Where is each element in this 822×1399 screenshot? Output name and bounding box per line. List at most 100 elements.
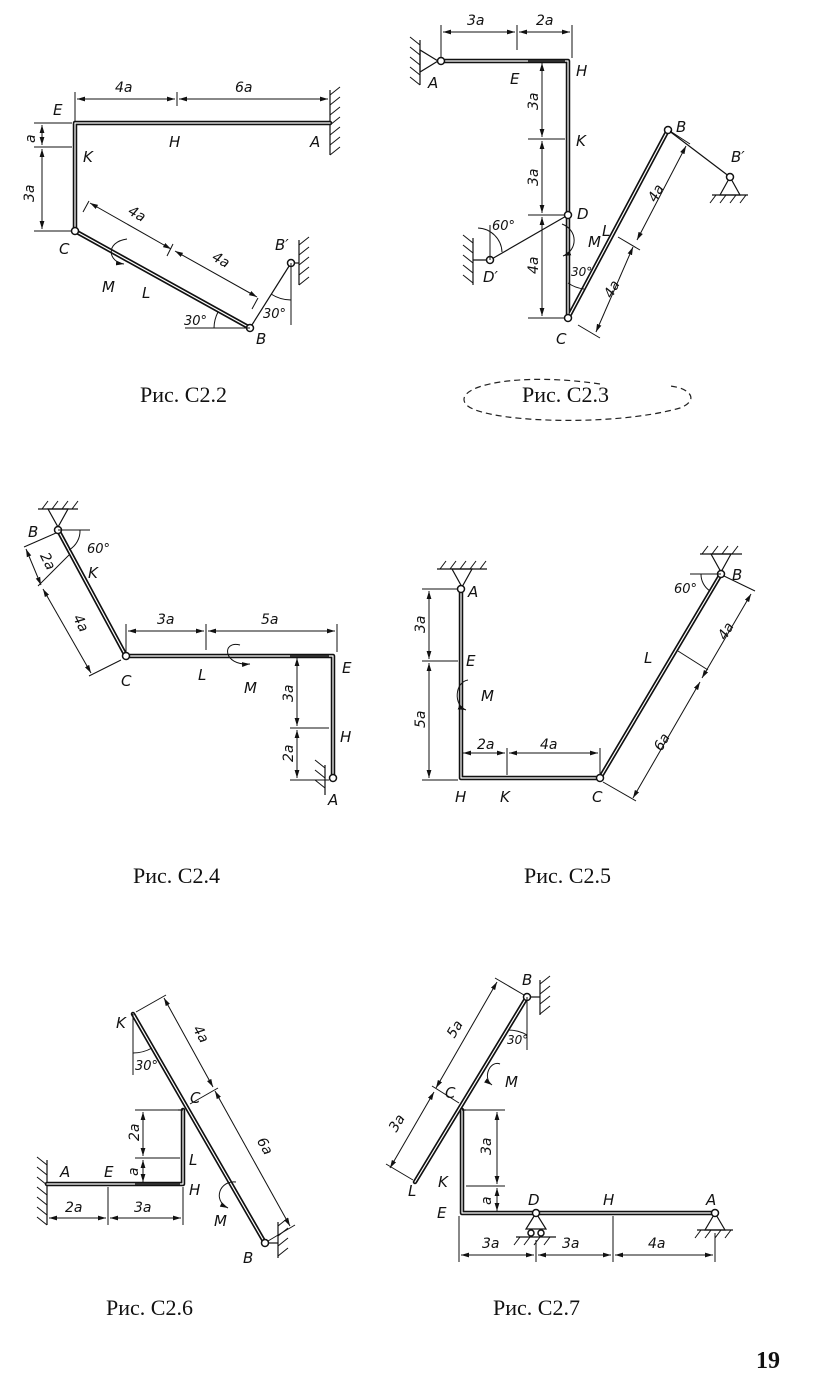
label-B: B xyxy=(676,118,686,136)
dim-2a-right: 2a xyxy=(281,745,297,763)
dim-3a-bottom: 3a xyxy=(134,1200,152,1216)
label-K: K xyxy=(83,148,94,166)
node-C xyxy=(563,313,573,323)
dim-5a-top: 5a xyxy=(261,612,279,628)
label-M: M xyxy=(481,687,494,705)
figure-c2-3: A E H K D D′ C L M B B′ 3a 2a 3a 3a 4a 4… xyxy=(409,13,748,348)
node-D xyxy=(531,1208,541,1218)
label-A: A xyxy=(427,74,438,92)
node-D xyxy=(563,210,573,220)
dim-3a-vertical: 3a xyxy=(479,1138,495,1156)
dim-2a-bottom: 2a xyxy=(65,1200,83,1216)
dim-2a-top: 2a xyxy=(536,13,554,29)
label-E: E xyxy=(466,652,476,670)
angle-30: 30° xyxy=(135,1059,158,1074)
dim-4a-diag2: 4a xyxy=(601,278,623,301)
dim-4a-top: 4a xyxy=(115,80,133,96)
dimension-lines xyxy=(440,25,691,339)
dim-4a-diag1: 4a xyxy=(645,182,667,205)
label-K: K xyxy=(576,132,587,150)
label-E: E xyxy=(510,70,520,88)
label-K: K xyxy=(116,1014,127,1032)
dim-5a-left: 5a xyxy=(413,711,429,729)
label-E: E xyxy=(104,1163,114,1181)
dim-a-vertical: a xyxy=(479,1196,495,1205)
dim-6a-diag: 6a xyxy=(253,1135,276,1158)
dim-5a-diag: 5a xyxy=(444,1018,467,1041)
figure-c2-5: A E M H K C L B 3a 5a 2a 4a 4a 6a 60° xyxy=(413,545,756,806)
label-A: A xyxy=(59,1163,70,1181)
caption-c2-2: Рис. С2.2 xyxy=(140,382,227,407)
label-D: D xyxy=(577,205,589,223)
caption-c2-4: Рис. С2.4 xyxy=(133,863,220,888)
figure-c2-6: K C L H A E M B 4a 6a 2a a 2a 3a 30° xyxy=(36,994,296,1267)
label-C: C xyxy=(121,672,132,690)
node-B xyxy=(663,125,673,135)
label-M: M xyxy=(588,233,601,251)
support-D xyxy=(513,1211,556,1246)
label-L: L xyxy=(189,1151,197,1169)
frame-bar-KA xyxy=(459,1107,718,1216)
dimension-lines xyxy=(34,92,331,329)
frame-bar xyxy=(55,527,336,781)
label-L: L xyxy=(602,222,610,240)
label-M: M xyxy=(214,1212,227,1230)
frame-bar xyxy=(438,58,671,321)
caption-c2-3: Рис. С2.3 xyxy=(522,382,609,407)
label-B: B xyxy=(732,566,742,584)
dim-4a-diag2: 4a xyxy=(209,249,232,271)
angle-60: 60° xyxy=(674,582,697,597)
label-L: L xyxy=(198,666,206,684)
page-number: 19 xyxy=(756,1348,780,1374)
rod-BB xyxy=(249,262,292,329)
label-A: A xyxy=(705,1191,716,1209)
wall-hatch-A xyxy=(329,86,341,156)
figure-c2-7: B C M L K E D H A 5a 3a 3a a 3a 3a 4a 30… xyxy=(385,971,733,1262)
dim-3a-left: 3a xyxy=(22,185,38,203)
frame-bar xyxy=(458,571,724,781)
label-C: C xyxy=(190,1089,201,1107)
figure-c2-4: B K C L M E H A 2a 4a 3a 5a 3a 2a 60° xyxy=(23,500,352,809)
label-M: M xyxy=(505,1073,518,1091)
dim-4a-diag: 4a xyxy=(189,1023,212,1046)
label-Bp: B′ xyxy=(275,236,289,254)
angle-30-left: 30° xyxy=(184,314,207,329)
label-Dp: D′ xyxy=(483,268,499,286)
label-D: D xyxy=(528,1191,540,1209)
dim-4a-bottom: 4a xyxy=(540,737,558,753)
wall-hatch-Dp xyxy=(462,234,474,285)
angle-30: 30° xyxy=(507,1033,528,1047)
support-Bp xyxy=(709,175,748,204)
caption-c2-7: Рис. С2.7 xyxy=(493,1295,580,1320)
label-Bp: B′ xyxy=(731,148,745,166)
wall-hatch-Bp xyxy=(298,236,310,286)
dim-a-left: a xyxy=(126,1167,142,1176)
dim-3a-bottom2: 3a xyxy=(562,1236,580,1252)
figure-c2-2: E H A K C M L B B′ 4a 6a a 3a 4a 4a 30° … xyxy=(22,80,341,348)
frame-bar-KB xyxy=(130,1011,268,1246)
angle-60: 60° xyxy=(87,542,110,557)
caption-c2-6: Рис. С2.6 xyxy=(106,1295,193,1320)
dim-3a-v2: 3a xyxy=(526,169,542,187)
label-M: M xyxy=(244,679,257,697)
dim-2a-left: 2a xyxy=(127,1124,143,1142)
node-C xyxy=(70,226,80,236)
dimension-lines xyxy=(46,994,296,1242)
dim-a-left: a xyxy=(23,134,39,143)
label-H: H xyxy=(169,133,180,151)
support-B xyxy=(38,500,79,529)
label-K: K xyxy=(88,564,99,582)
angle-30-right: 30° xyxy=(263,307,286,322)
node-B xyxy=(260,1238,270,1248)
wall-hatch-B xyxy=(539,975,551,1015)
angle-30: 30° xyxy=(571,265,592,279)
label-H: H xyxy=(340,728,351,746)
label-A: A xyxy=(327,791,338,809)
label-H: H xyxy=(455,788,466,806)
dim-3a-top: 3a xyxy=(467,13,485,29)
dim-3a-diag: 3a xyxy=(386,1112,409,1135)
node-C xyxy=(121,651,131,661)
dimension-lines xyxy=(23,529,338,781)
support-A xyxy=(694,1211,733,1239)
